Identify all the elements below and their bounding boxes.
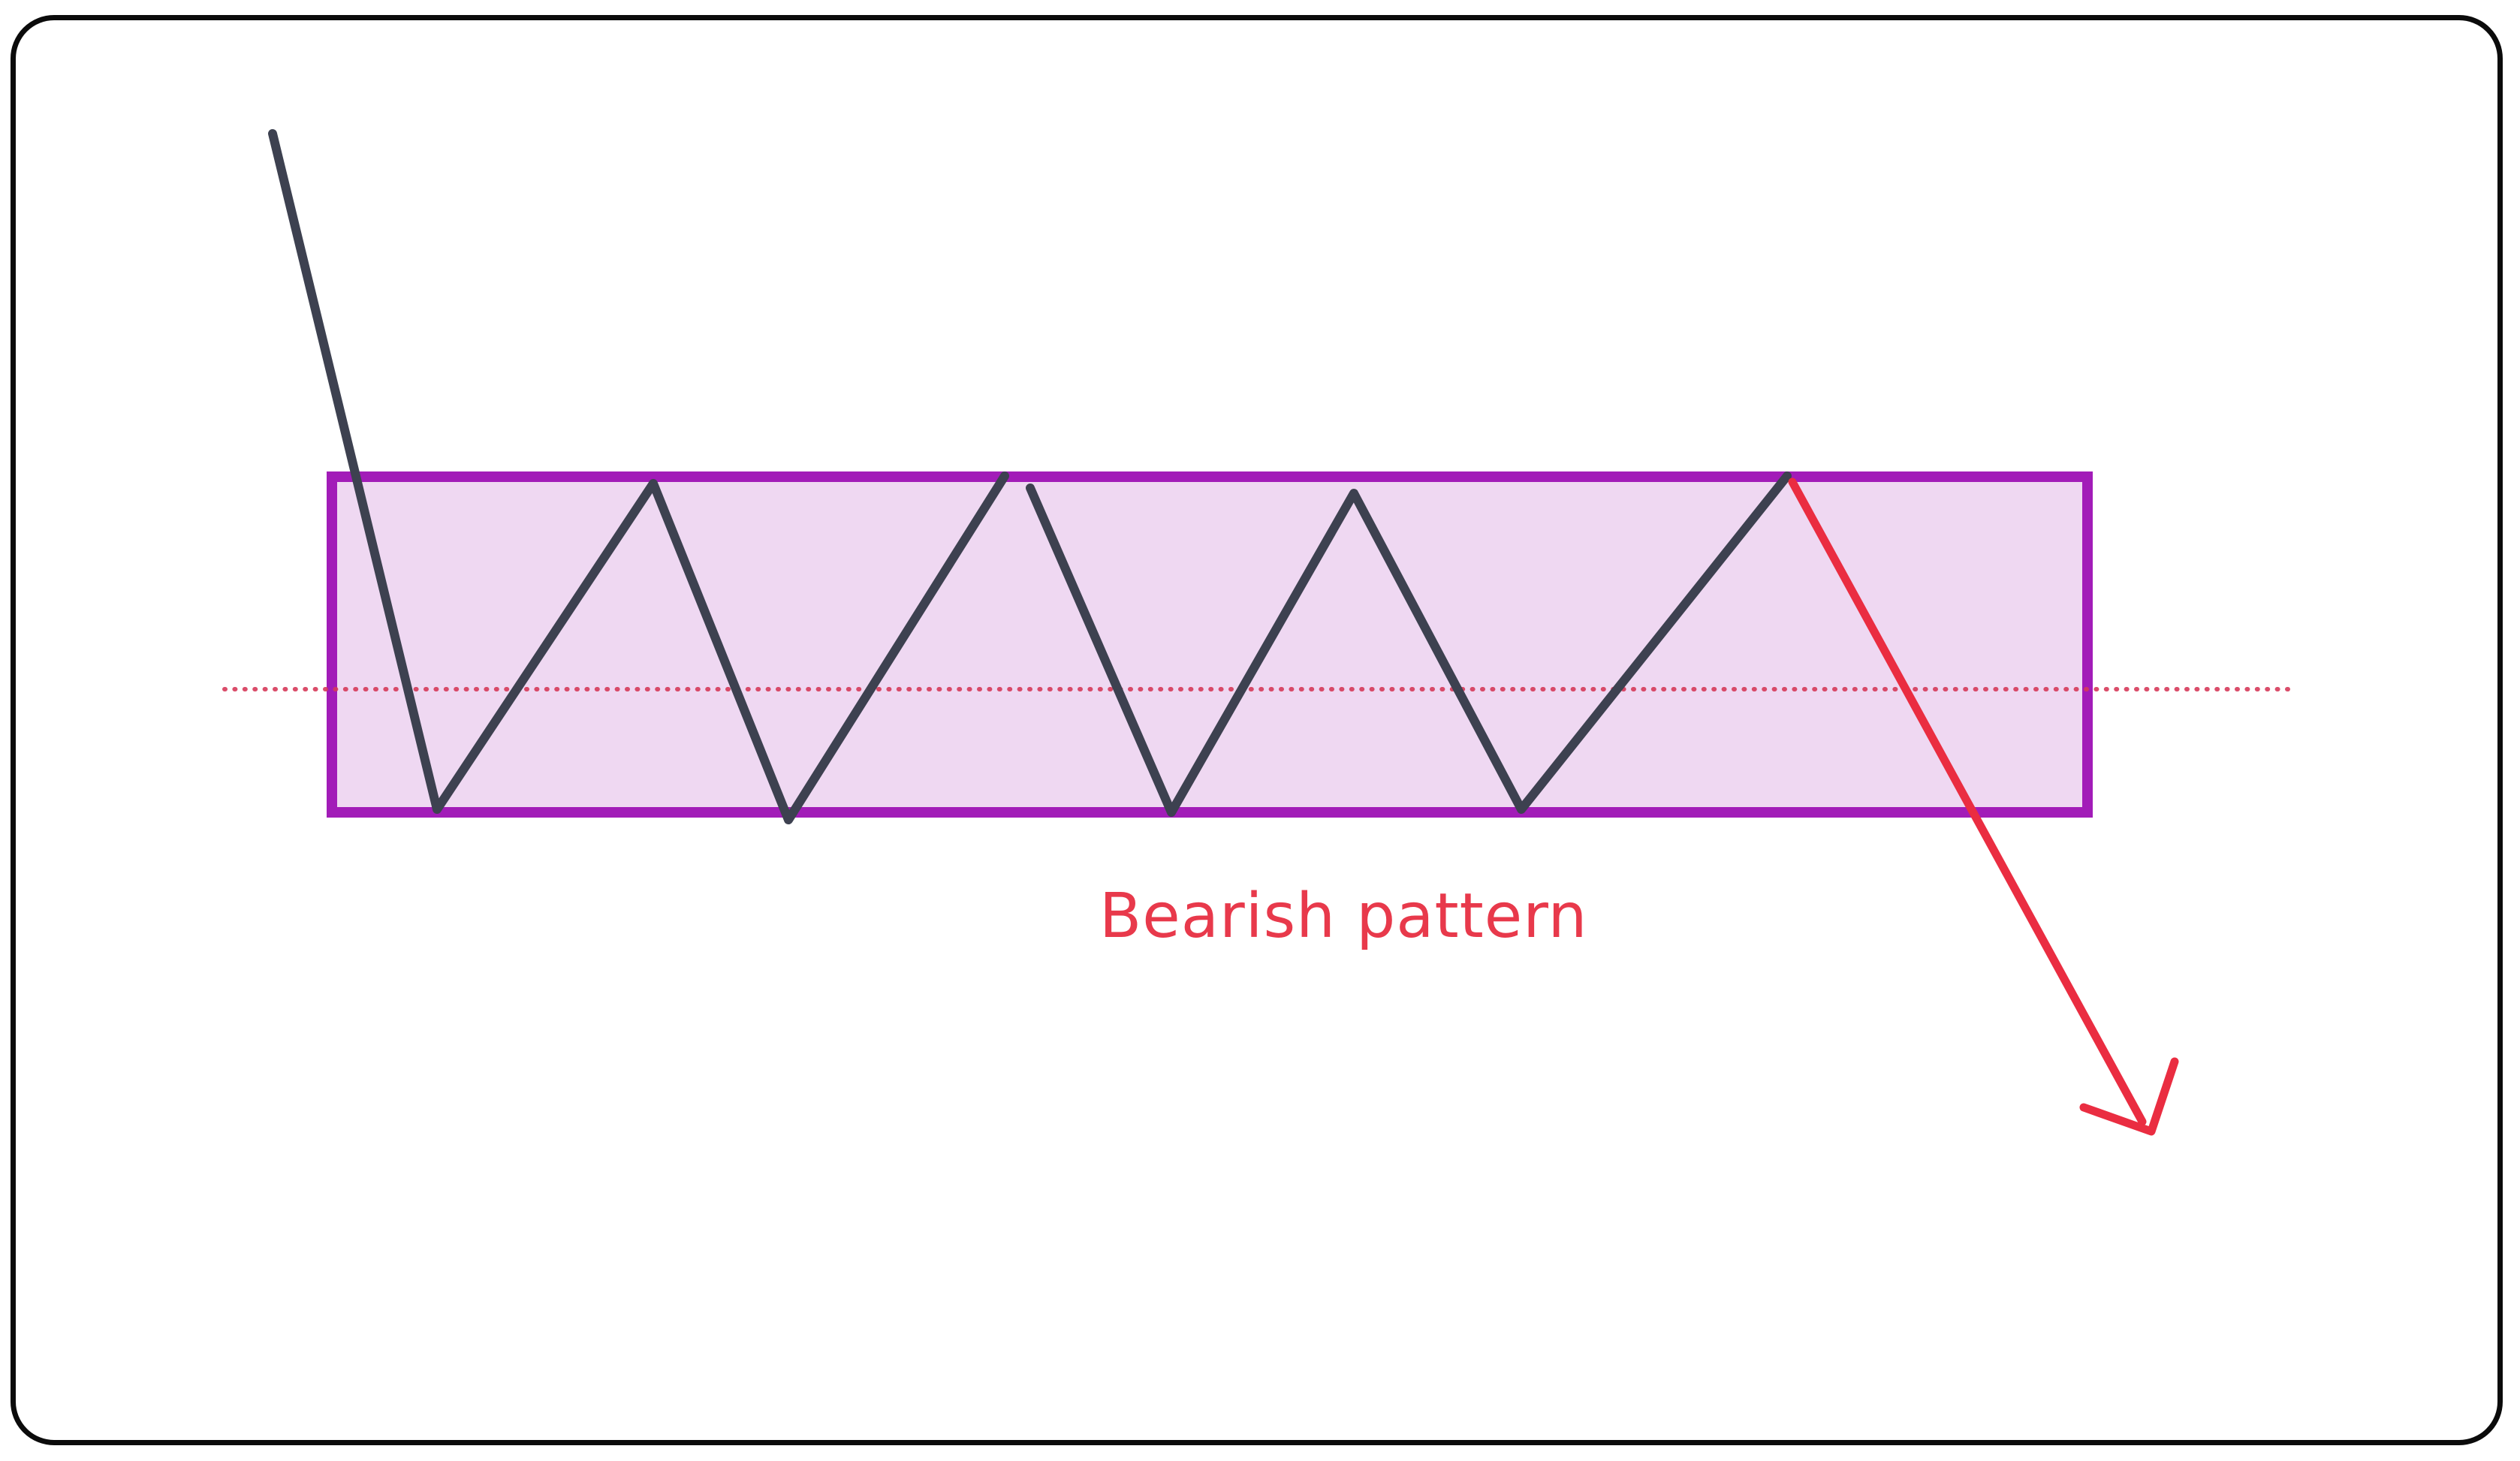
consolidation-box: [327, 471, 2093, 818]
breakdown-arrow-shaft: [1788, 477, 2147, 1126]
price-zigzag-segment-2: [1026, 471, 1792, 817]
breakdown-arrowhead-icon: [2079, 1057, 2179, 1136]
price-zigzag-segment-1: [268, 129, 1009, 824]
pattern-label: Bearish pattern: [1099, 881, 1588, 952]
